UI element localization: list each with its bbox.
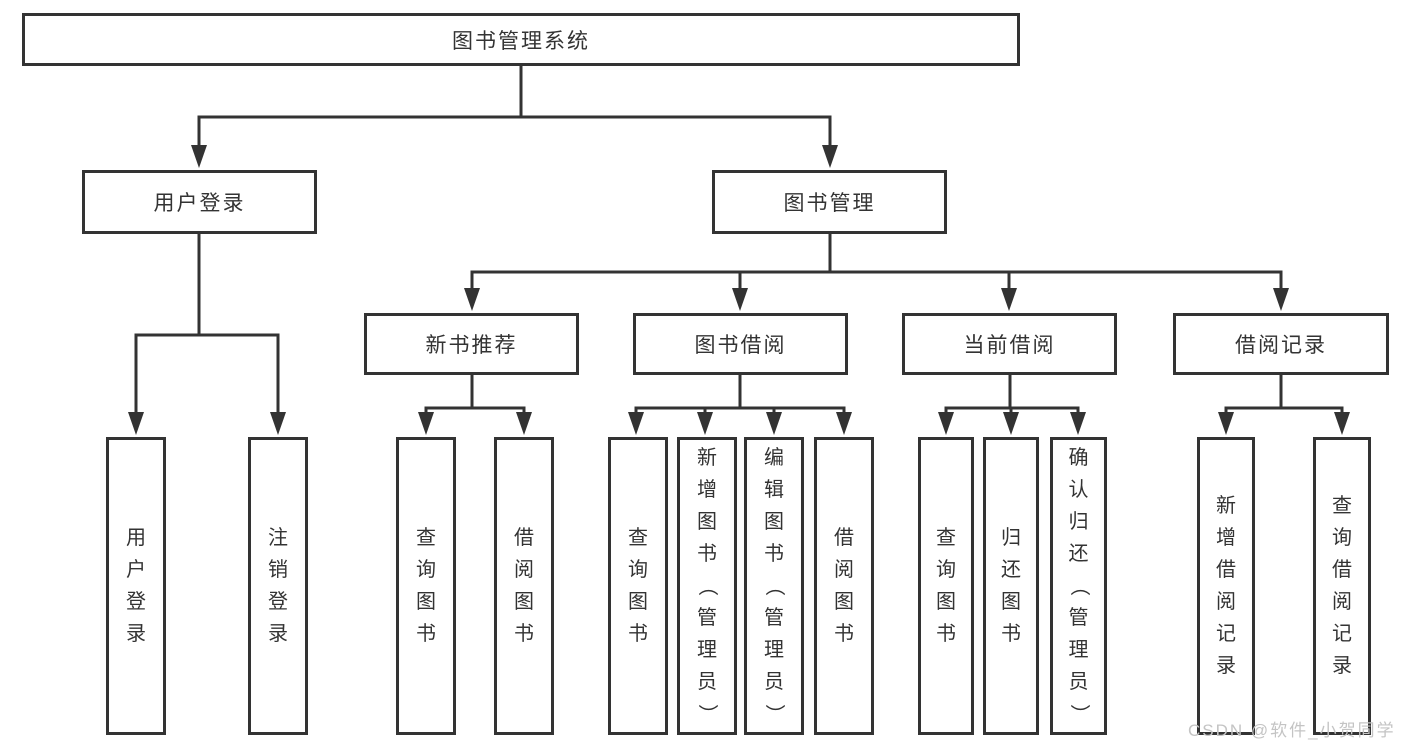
arrowhead [1070, 412, 1086, 435]
node-new-book-recommend-label: 新书推荐 [425, 334, 518, 357]
leaf-user-login-label: 用户登录 [126, 527, 146, 645]
node-book-borrowing: 图书借阅 [633, 313, 848, 375]
leaf-query-books-recommend-label: 查询图书 [416, 527, 436, 645]
leaf-query-books-borrowing: 查询图书 [608, 437, 668, 735]
leaf-query-borrow-record: 查询借阅记录 [1313, 437, 1371, 735]
arrowhead [732, 288, 748, 311]
arrowhead [822, 145, 838, 168]
arrowhead [191, 145, 207, 168]
arrowhead [516, 412, 532, 435]
leaf-edit-books-admin-label: 编辑图书（管理员） [763, 447, 785, 724]
arrowhead [697, 412, 713, 435]
csdn-watermark: CSDN @软件_小贺同学 [1188, 721, 1396, 740]
arrowhead [628, 412, 644, 435]
arrowhead [1273, 288, 1289, 311]
leaf-query-books-recommend: 查询图书 [396, 437, 456, 735]
node-current-borrowing-label: 当前借阅 [963, 334, 1056, 357]
leaf-add-books-admin: 新增图书（管理员） [677, 437, 737, 735]
leaf-confirm-return-admin: 确认归还（管理员） [1050, 437, 1107, 735]
leaf-query-books-current-label: 查询图书 [936, 527, 956, 645]
leaf-user-login: 用户登录 [106, 437, 166, 735]
node-user-login-label: 用户登录 [153, 192, 246, 215]
node-current-borrowing: 当前借阅 [902, 313, 1117, 375]
arrowhead [1003, 412, 1019, 435]
leaf-return-books-label: 归还图书 [1001, 527, 1021, 645]
leaf-add-borrow-record-label: 新增借阅记录 [1216, 495, 1236, 677]
arrowhead [938, 412, 954, 435]
node-book-management: 图书管理 [712, 170, 947, 234]
arrowhead [418, 412, 434, 435]
leaf-confirm-return-admin-label: 确认归还（管理员） [1067, 447, 1090, 724]
leaf-edit-books-admin: 编辑图书（管理员） [744, 437, 804, 735]
arrowheads [128, 145, 1350, 435]
node-user-login: 用户登录 [82, 170, 317, 234]
leaf-borrow-books: 借阅图书 [814, 437, 874, 735]
leaf-logout-login-label: 注销登录 [268, 527, 288, 645]
node-borrow-records-label: 借阅记录 [1235, 334, 1327, 357]
arrowhead [270, 412, 286, 435]
leaf-borrow-books-label: 借阅图书 [834, 527, 854, 645]
arrowhead [464, 288, 480, 311]
leaf-borrow-books-recommend-label: 借阅图书 [514, 527, 534, 645]
node-borrow-records: 借阅记录 [1173, 313, 1389, 375]
node-root-label: 图书管理系统 [452, 29, 590, 53]
arrowhead [1218, 412, 1234, 435]
node-book-borrowing-label: 图书借阅 [694, 334, 787, 357]
leaf-return-books: 归还图书 [983, 437, 1039, 735]
arrowhead [128, 412, 144, 435]
arrowhead [766, 412, 782, 435]
leaf-query-borrow-record-label: 查询借阅记录 [1332, 495, 1352, 677]
node-book-management-label: 图书管理 [783, 192, 876, 215]
leaf-query-books-current: 查询图书 [918, 437, 974, 735]
leaf-logout-login: 注销登录 [248, 437, 308, 735]
leaf-query-books-borrowing-label: 查询图书 [628, 527, 648, 645]
leaf-add-books-admin-label: 新增图书（管理员） [696, 447, 718, 724]
leaf-borrow-books-recommend: 借阅图书 [494, 437, 554, 735]
node-new-book-recommend: 新书推荐 [364, 313, 579, 375]
arrowhead [1001, 288, 1017, 311]
node-root: 图书管理系统 [22, 13, 1020, 66]
leaf-add-borrow-record: 新增借阅记录 [1197, 437, 1255, 735]
arrowhead [1334, 412, 1350, 435]
arrowhead [836, 412, 852, 435]
